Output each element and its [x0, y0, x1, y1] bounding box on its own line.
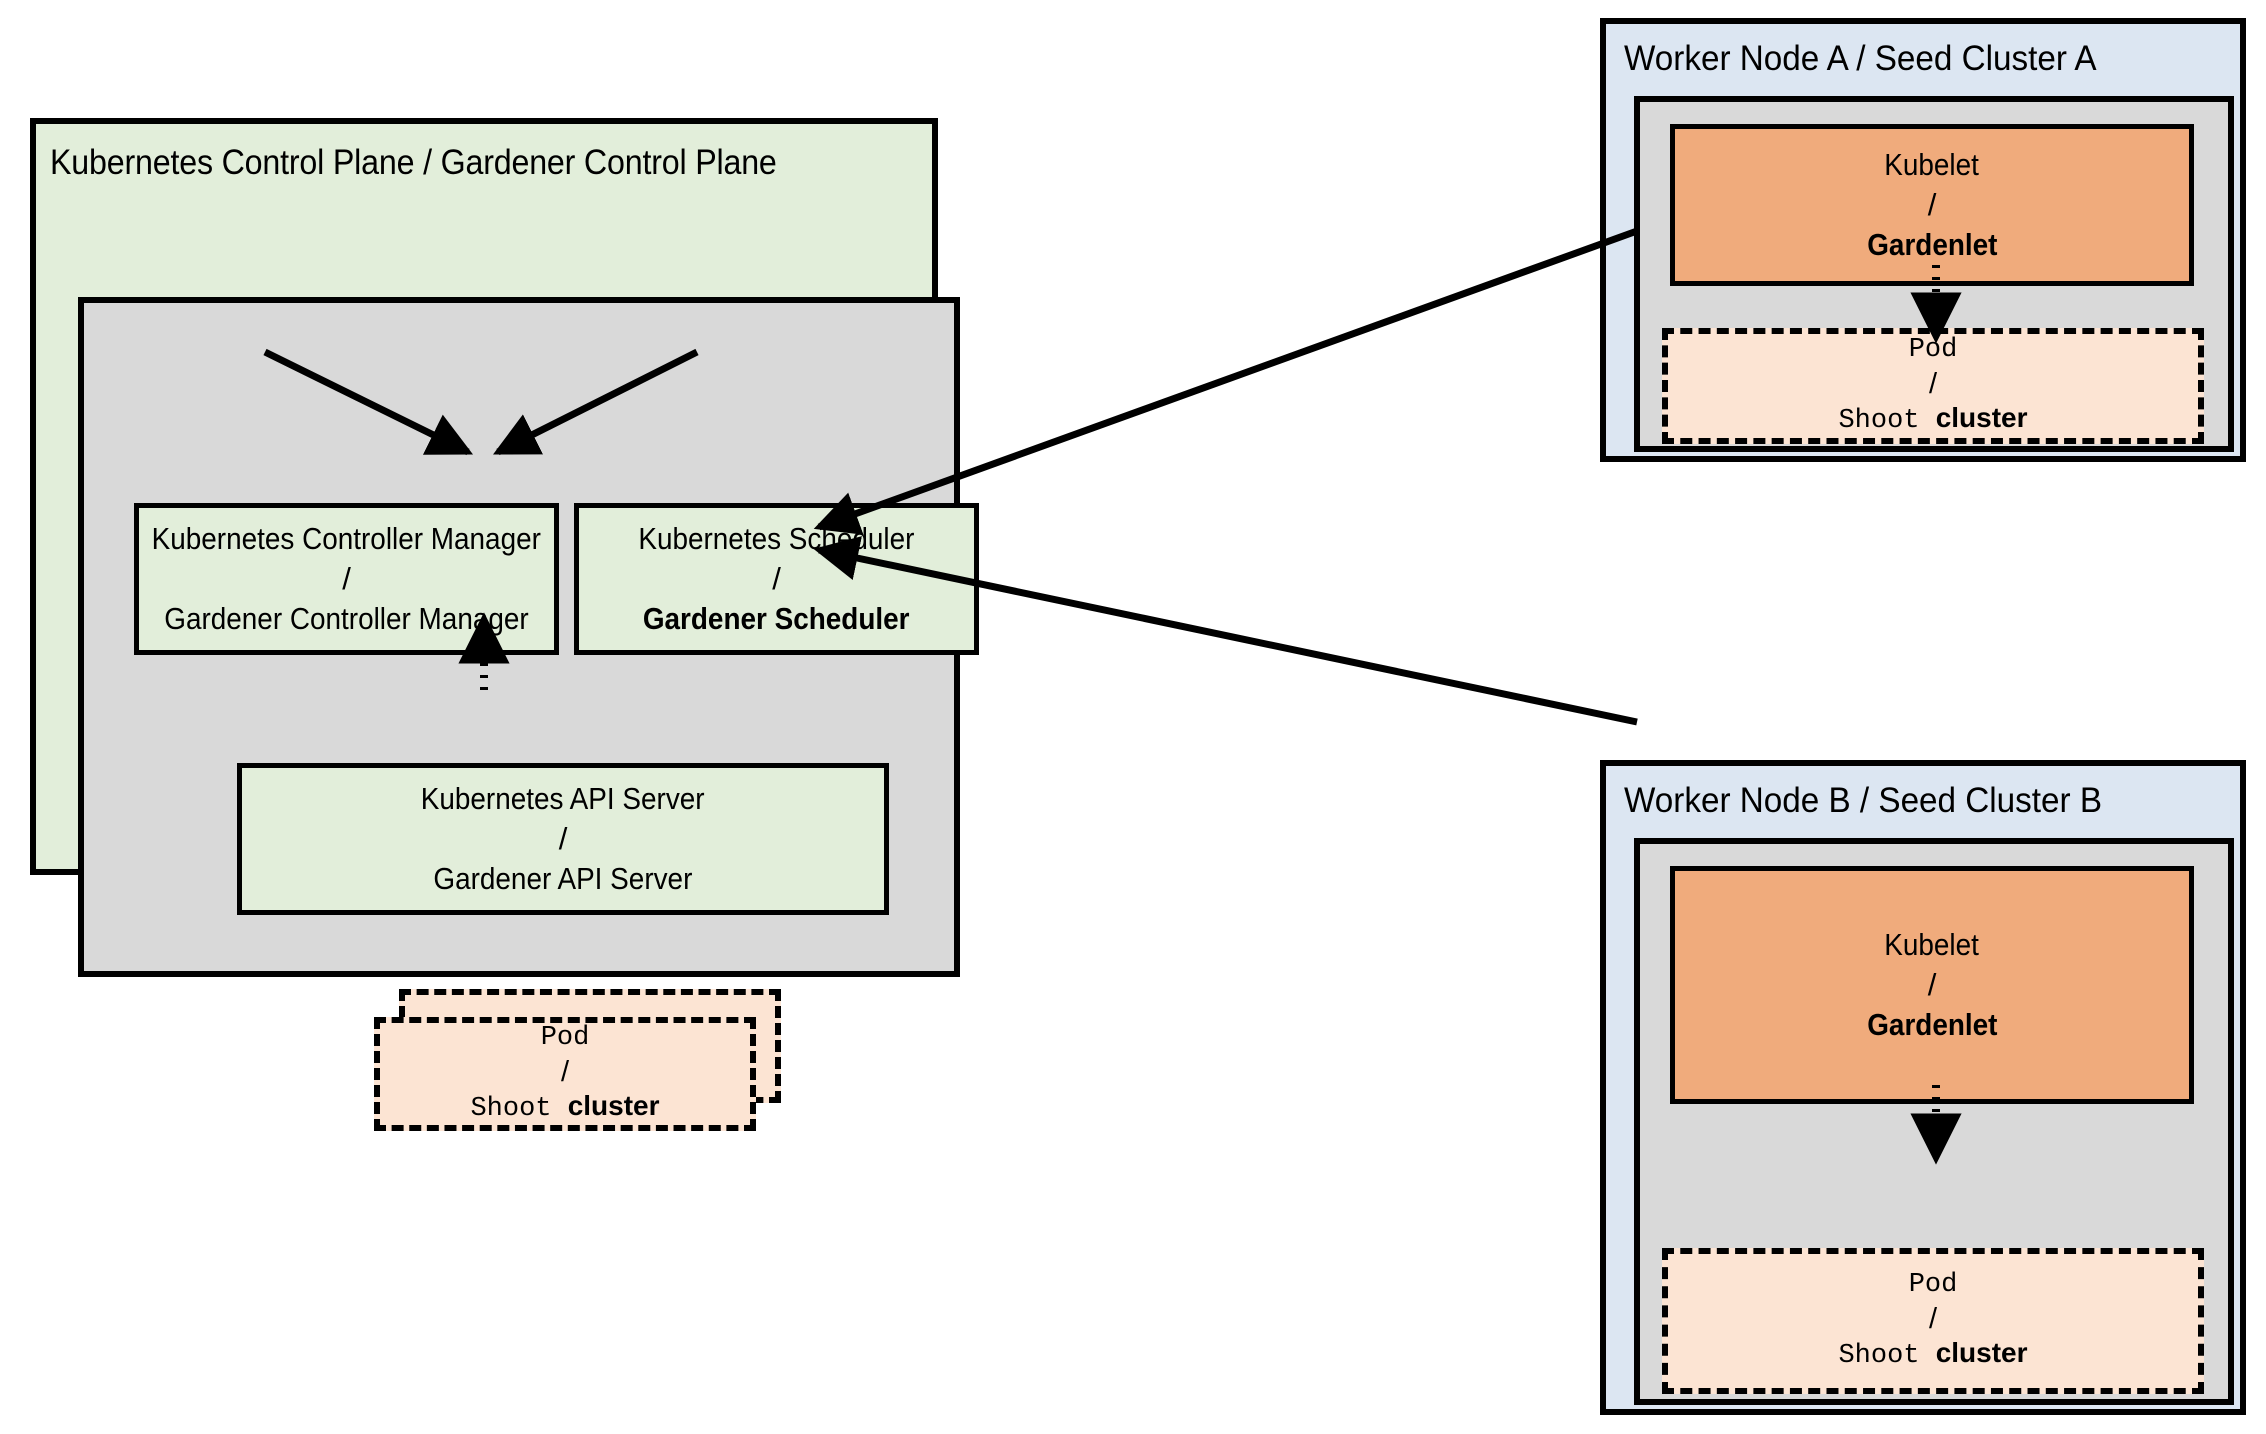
worker-node-b-kubelet-box[interactable]: Kubelet / Gardenlet: [1670, 866, 2194, 1104]
worker-node-b-agent-separator: /: [1927, 967, 1937, 1002]
worker-node-b-kubelet-label: Kubelet: [1884, 927, 1980, 962]
scheduler-box[interactable]: Kubernetes Scheduler / Gardener Schedule…: [574, 503, 979, 655]
worker-node-b-title: Worker Node B / Seed Cluster B: [1624, 781, 2103, 820]
control-plane-inner-area: Kubernetes Controller Manager / Gardener…: [78, 297, 979, 1131]
worker-node-b-pod-cluster-word: cluster: [1935, 1337, 2028, 1368]
worker-node-b-inner-area: Kubelet / Gardenlet Pod / Shoot cluster: [1634, 838, 2234, 1405]
worker-node-a-agent-separator: /: [1927, 187, 1937, 222]
worker-node-b-pod-gardener-label: Shoot cluster: [1838, 1336, 2027, 1373]
scheduler-separator: /: [772, 561, 781, 596]
control-plane-title: Kubernetes Control Plane / Gardener Cont…: [50, 143, 777, 182]
worker-node-b-pod-kubernetes-label: Pod: [1908, 1270, 1958, 1300]
worker-node-a-kubelet-label: Kubelet: [1884, 147, 1980, 182]
worker-node-a-panel: Worker Node A / Seed Cluster A Kubelet /…: [1600, 18, 2246, 462]
worker-node-a-gardenlet-label: Gardenlet: [1866, 227, 1998, 262]
worker-node-b-gardenlet-label: Gardenlet: [1866, 1007, 1998, 1042]
control-plane-pod-box[interactable]: Pod / Shoot cluster: [374, 1017, 756, 1131]
control-plane-pod-cluster-word: cluster: [567, 1090, 660, 1121]
controller-manager-gardener-label: Gardener Controller Manager: [164, 601, 529, 636]
worker-node-a-pod-gardener-label: Shoot cluster: [1838, 401, 2027, 438]
worker-node-b-panel: Worker Node B / Seed Cluster B Kubelet /…: [1600, 760, 2246, 1415]
control-plane-pod-gardener-label: Shoot cluster: [470, 1089, 659, 1126]
worker-node-a-kubelet-box[interactable]: Kubelet / Gardenlet: [1670, 124, 2194, 286]
scheduler-gardener-label: Gardener Scheduler: [643, 601, 910, 636]
control-plane-panel: Kubernetes Control Plane / Gardener Cont…: [30, 118, 979, 1131]
worker-node-b-pod-box[interactable]: Pod / Shoot cluster: [1662, 1248, 2204, 1394]
worker-node-a-title: Worker Node A / Seed Cluster A: [1624, 39, 2097, 78]
control-plane-pod-kubernetes-label: Pod: [540, 1023, 590, 1053]
worker-node-a-pod-shoot-word: Shoot: [1838, 406, 1920, 436]
control-plane-pod-separator: /: [560, 1056, 570, 1088]
control-plane-pod-shoot-word: Shoot: [470, 1094, 552, 1124]
worker-node-a-pod-cluster-word: cluster: [1935, 402, 2028, 433]
controller-manager-kubernetes-label: Kubernetes Controller Manager: [151, 521, 542, 556]
controller-manager-box[interactable]: Kubernetes Controller Manager / Gardener…: [134, 503, 559, 655]
scheduler-kubernetes-label: Kubernetes Scheduler: [638, 521, 915, 556]
controller-manager-separator: /: [342, 561, 351, 596]
worker-node-b-pod-shoot-word: Shoot: [1838, 1341, 1920, 1371]
api-server-kubernetes-label: Kubernetes API Server: [421, 781, 705, 816]
api-server-box[interactable]: Kubernetes API Server / Gardener API Ser…: [237, 763, 889, 915]
worker-node-b-pod-separator: /: [1928, 1303, 1938, 1335]
api-server-separator: /: [558, 821, 568, 856]
worker-node-a-pod-separator: /: [1928, 368, 1938, 400]
api-server-gardener-label: Gardener API Server: [433, 861, 693, 896]
worker-node-a-pod-kubernetes-label: Pod: [1908, 335, 1958, 365]
worker-node-a-inner-area: Kubelet / Gardenlet Pod / Shoot cluster: [1634, 96, 2234, 452]
worker-node-a-pod-box[interactable]: Pod / Shoot cluster: [1662, 328, 2204, 444]
